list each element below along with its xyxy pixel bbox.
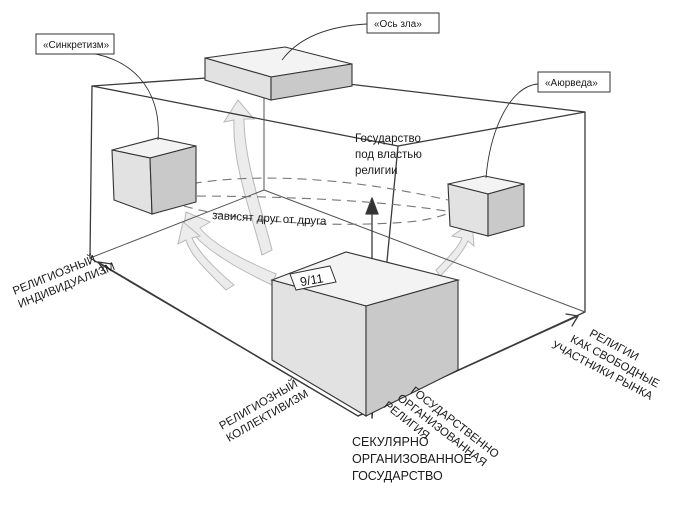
label-interdependent: зависят друг от друга bbox=[212, 210, 328, 228]
tag-9-11: 9/11 bbox=[289, 265, 337, 291]
arrow-to-syncretism bbox=[181, 211, 277, 286]
callout-ayurveda: «Аюрведа» bbox=[485, 71, 611, 179]
callout-syncretism: «Синкретизм» bbox=[35, 33, 159, 141]
label-religions-free-market: РЕЛИГИИ КАК СВОБОДНЫЕ УЧАСТНИКИ РЫНКА bbox=[549, 328, 661, 403]
label-religious-individualism: РЕЛИГИОЗНЫЙ ИНДИВИДУАЛИЗМ bbox=[11, 253, 117, 311]
state-under-religion-line1: Государство bbox=[355, 133, 421, 145]
label-religious-collectivism: РЕЛИГИОЗНЫЙ КОЛЛЕКТИВИЗМ bbox=[217, 377, 311, 445]
label-ayurveda: «Аюрведа» bbox=[545, 78, 598, 89]
cube-secular-state bbox=[270, 251, 461, 417]
state-under-religion-line3: религии bbox=[355, 165, 398, 177]
secular-line3: ГОСУДАРСТВО bbox=[352, 469, 443, 483]
arrow-to-axis-of-evil bbox=[222, 99, 273, 256]
callout-axis-of-evil: «Ось зла» bbox=[281, 12, 440, 61]
label-secular-state: СЕКУЛЯРНО ОРГАНИЗОВАННОЕ ГОСУДАРСТВО bbox=[352, 435, 472, 483]
cube-ayurveda bbox=[447, 175, 525, 237]
secular-line2: ОРГАНИЗОВАННОЕ bbox=[352, 452, 472, 466]
cube-syncretism bbox=[111, 137, 197, 215]
dependency-arc-2 bbox=[183, 205, 457, 225]
arrow-from-syncretism-up bbox=[177, 221, 235, 291]
cube-axis-of-evil bbox=[204, 46, 353, 101]
label-axis-of-evil: «Ось зла» bbox=[374, 19, 422, 30]
tag-9-11-text: 9/11 bbox=[299, 271, 325, 289]
secular-line1: СЕКУЛЯРНО bbox=[352, 435, 429, 449]
dependency-arc-1 bbox=[177, 177, 449, 201]
axis-individualism-arrow bbox=[97, 261, 359, 417]
arrow-to-ayurveda bbox=[435, 221, 475, 277]
state-under-religion-line2: под властью bbox=[355, 149, 422, 161]
label-syncretism: «Синкретизм» bbox=[43, 40, 110, 51]
label-state-under-religion: Государство под властью религии bbox=[355, 133, 422, 177]
